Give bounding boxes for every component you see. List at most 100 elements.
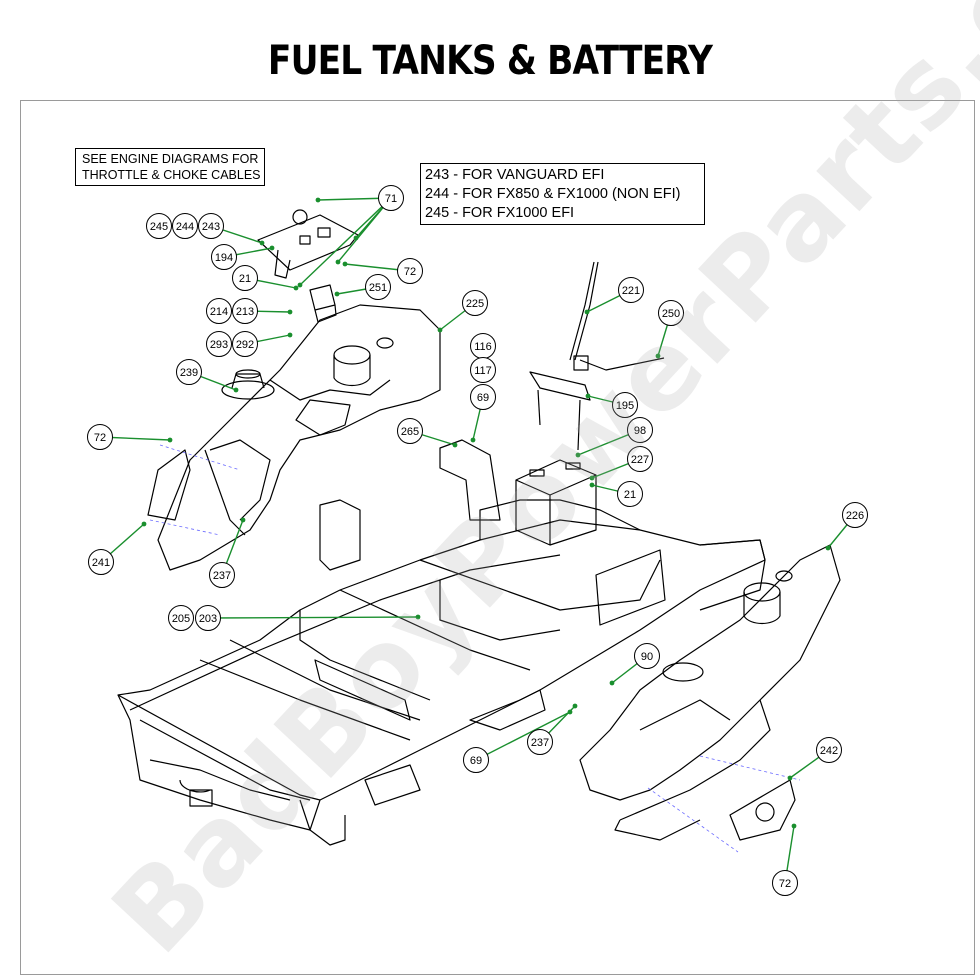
callout-circle <box>397 258 423 284</box>
upright-bracket <box>439 439 501 521</box>
callout-circle <box>842 502 868 528</box>
control-panel <box>257 209 359 279</box>
callout-number: 72 <box>404 266 416 278</box>
callout-number: 293 <box>210 339 228 351</box>
tank-strap <box>573 355 665 371</box>
frame-border-bottom <box>20 974 975 975</box>
callout-circle <box>470 357 496 383</box>
callout-circle <box>627 446 653 472</box>
callout-arrowhead <box>141 521 147 527</box>
callout-arrowhead <box>167 437 173 443</box>
callout-number: 239 <box>180 367 198 379</box>
callout-circle <box>146 213 172 239</box>
callout-circle <box>232 265 258 291</box>
callout-arrowhead <box>572 703 578 709</box>
callout-arrowhead <box>787 775 793 781</box>
battery-hold-down <box>529 371 591 451</box>
engine-diagram-note: SEE ENGINE DIAGRAMS FOR THROTTLE & CHOKE… <box>75 148 265 186</box>
callout-circle <box>397 418 423 444</box>
right-mounting-plate <box>729 779 796 841</box>
callout-circle <box>378 185 404 211</box>
callout-number: 205 <box>172 613 190 625</box>
callout-arrowhead <box>584 309 590 315</box>
callout-arrowhead <box>791 823 797 829</box>
callout-leader-line <box>475 711 571 761</box>
callout-arrowhead <box>233 387 239 393</box>
callout-number: 21 <box>624 489 636 501</box>
guide-line <box>699 755 801 781</box>
callout-circle <box>176 359 202 385</box>
callout-number: 221 <box>622 285 640 297</box>
callout-circle <box>627 417 653 443</box>
callout-number: 71 <box>385 193 397 205</box>
callout-number: 227 <box>631 454 649 466</box>
callout-circle <box>209 562 235 588</box>
callout-number: 237 <box>531 737 549 749</box>
callout-number: 225 <box>466 298 484 310</box>
callout-arrowhead <box>334 291 340 297</box>
callout-arrowhead <box>437 327 443 333</box>
callout-arrowhead <box>259 240 265 246</box>
callout-arrowhead <box>589 482 595 488</box>
callout-number: 98 <box>634 425 646 437</box>
callout-number: 292 <box>236 339 254 351</box>
engine-variant-legend: 243 - FOR VANGUARD EFI 244 - FOR FX850 &… <box>420 163 705 225</box>
callout-number: 242 <box>820 745 838 757</box>
legend-line: 245 - FOR FX1000 EFI <box>425 205 575 221</box>
callout-circle <box>88 549 114 575</box>
ignition-module <box>309 284 337 323</box>
callout-number: 243 <box>202 221 220 233</box>
left-fuel-tank <box>157 304 441 571</box>
callout-arrowhead <box>315 197 321 203</box>
callout-leader-line <box>207 616 419 619</box>
callout-number: 226 <box>846 510 864 522</box>
callout-arrowhead <box>609 680 615 686</box>
callout-arrowhead <box>293 285 299 291</box>
callout-circle <box>168 605 194 631</box>
callout-circle <box>211 244 237 270</box>
callout-arrowhead <box>655 353 661 359</box>
callout-arrowhead <box>287 332 293 338</box>
callout-circle <box>527 729 553 755</box>
frame-border-top <box>20 100 975 101</box>
legend-line: 244 - FOR FX850 & FX1000 (NON EFI) <box>425 186 681 202</box>
callout-circle <box>462 290 488 316</box>
callout-circle <box>634 643 660 669</box>
callout-number: 72 <box>779 878 791 890</box>
callout-arrowhead <box>470 437 476 443</box>
callout-number: 194 <box>215 252 233 264</box>
callout-arrowhead <box>589 475 595 481</box>
callout-number: 241 <box>92 557 110 569</box>
callout-arrowhead <box>240 517 246 523</box>
callout-number: 214 <box>210 306 228 318</box>
callout-circle <box>206 331 232 357</box>
guide-line <box>647 787 739 853</box>
callout-number: 117 <box>474 365 492 377</box>
callout-number: 244 <box>176 221 194 233</box>
legend-line: 243 - FOR VANGUARD EFI <box>425 167 605 183</box>
callout-circle <box>816 737 842 763</box>
callout-circle <box>618 277 644 303</box>
callout-circle <box>658 300 684 326</box>
callout-leader-line <box>299 197 392 286</box>
callout-circle <box>198 213 224 239</box>
battery <box>515 459 597 546</box>
callout-arrowhead <box>287 309 293 315</box>
callout-arrowhead <box>575 452 581 458</box>
callout-circle <box>617 481 643 507</box>
callout-arrowhead <box>452 442 458 448</box>
callout-number: 90 <box>641 651 653 663</box>
callout-number: 213 <box>236 306 254 318</box>
callout-number: 251 <box>369 282 387 294</box>
right-fuel-tank <box>579 544 841 841</box>
callout-circle <box>612 392 638 418</box>
callout-circle <box>195 605 221 631</box>
callout-circle <box>172 213 198 239</box>
gas-cap-left <box>221 369 275 400</box>
callout-number: 265 <box>401 426 419 438</box>
callout-number: 69 <box>477 392 489 404</box>
callout-circle <box>87 424 113 450</box>
page-title: FUEL TANKS & BATTERY <box>267 38 713 84</box>
callout-arrowhead <box>585 393 591 399</box>
